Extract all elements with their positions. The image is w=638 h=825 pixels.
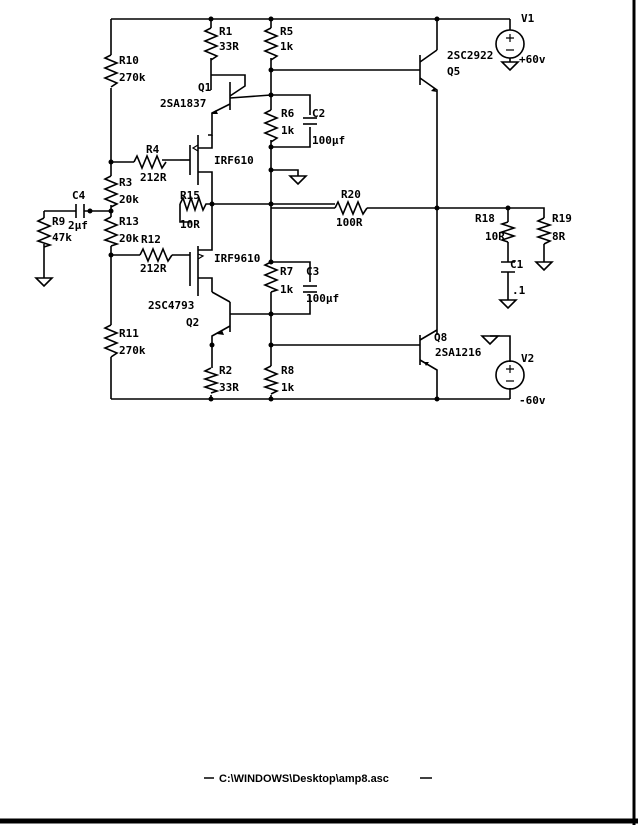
value-C4: 2µf	[68, 219, 88, 232]
component-labels: R1 33R R5 1k V1 +60v R10 270k Q1 2SA1837…	[52, 12, 572, 407]
ground-icon	[480, 335, 500, 346]
footer-file-path: C:\WINDOWS\Desktop\amp8.asc	[219, 773, 389, 785]
label-Q8: Q8	[434, 331, 447, 344]
junction-dots	[87, 16, 511, 402]
part-Q5: 2SC2922	[447, 49, 493, 62]
value-R7: 1k	[280, 283, 294, 296]
resistor-R11	[102, 324, 120, 358]
label-R18: R18	[475, 212, 495, 225]
capacitors	[75, 204, 515, 273]
ground-icon	[534, 261, 554, 272]
wires	[43, 18, 545, 400]
value-R6: 1k	[281, 124, 295, 137]
capacitor-C4	[75, 204, 85, 218]
label-R1: R1	[219, 25, 233, 38]
value-R3: 20k	[119, 193, 139, 206]
part-M2: IRF9610	[214, 252, 260, 265]
value-R19: 8R	[552, 230, 566, 243]
label-Q1: Q1	[198, 81, 212, 94]
value-R20: 100R	[336, 216, 363, 229]
label-R19: R19	[552, 212, 572, 225]
label-R12: R12	[141, 233, 161, 246]
label-R15: R15	[180, 189, 200, 202]
value-R13: 20k	[119, 232, 139, 245]
resistor-R9	[35, 217, 53, 248]
value-R18: 10R	[485, 230, 505, 243]
resistor-R5	[262, 27, 280, 61]
resistor-R3	[102, 175, 120, 208]
resistor-R13	[102, 216, 120, 247]
label-Q2: Q2	[186, 316, 199, 329]
resistor-R15	[179, 195, 212, 213]
resistor-R6	[262, 109, 280, 143]
value-R9: 47k	[52, 231, 72, 244]
label-V2: V2	[521, 352, 534, 365]
resistor-R12	[139, 246, 173, 264]
value-C1: .1	[512, 284, 526, 297]
capacitor-C1	[501, 261, 515, 273]
label-C3: C3	[306, 265, 319, 278]
footer: C:\WINDOWS\Desktop\amp8.asc	[204, 773, 432, 785]
label-R11: R11	[119, 327, 139, 340]
label-Q5: Q5	[447, 65, 460, 78]
mosfet-details	[191, 144, 205, 260]
value-C3: 100µf	[306, 292, 339, 305]
label-R2: R2	[219, 364, 232, 377]
value-R15: 10R	[180, 218, 200, 231]
value-R10: 270k	[119, 71, 146, 84]
resistor-R10	[102, 54, 120, 88]
part-Q8: 2SA1216	[435, 346, 482, 359]
label-R10: R10	[119, 54, 139, 67]
value-R11: 270k	[119, 344, 146, 357]
label-R8: R8	[281, 364, 294, 377]
label-C2: C2	[312, 107, 325, 120]
ground-symbols	[34, 61, 554, 346]
ground-icon	[288, 175, 308, 186]
transistor-arrows	[211, 88, 437, 366]
label-R3: R3	[119, 176, 132, 189]
resistor-R2	[202, 367, 220, 394]
resistor-R20	[334, 199, 368, 217]
label-C4: C4	[72, 189, 86, 202]
voltage-source-V1	[495, 29, 525, 59]
resistors	[35, 27, 553, 395]
value-R5: 1k	[280, 40, 294, 53]
ground-icon	[498, 299, 518, 310]
value-R12: 212R	[140, 262, 167, 275]
resistor-R1	[202, 27, 220, 61]
value-R4: 212R	[140, 171, 167, 184]
label-R7: R7	[280, 265, 293, 278]
label-R5: R5	[280, 25, 293, 38]
resistor-R7	[262, 261, 280, 293]
resistor-R4	[133, 153, 167, 171]
part-M1: IRF610	[214, 154, 254, 167]
label-R20: R20	[341, 188, 361, 201]
value-V2: -60v	[519, 394, 546, 407]
ground-icon	[34, 277, 54, 288]
resistor-R8	[262, 365, 280, 395]
value-C2: 100µf	[312, 134, 345, 147]
part-Q1: 2SA1837	[160, 97, 206, 110]
label-R13: R13	[119, 215, 139, 228]
resistor-R19	[535, 217, 553, 245]
value-V1: +60v	[519, 53, 546, 66]
label-R4: R4	[146, 143, 160, 156]
value-R1: 33R	[219, 40, 239, 53]
label-R9: R9	[52, 215, 65, 228]
voltage-source-V2	[495, 360, 525, 390]
part-Q2: 2SC4793	[148, 299, 194, 312]
value-R8: 1k	[281, 381, 295, 394]
label-R6: R6	[281, 107, 295, 120]
resistor-R18	[499, 221, 517, 243]
value-R2: 33R	[219, 381, 239, 394]
ground-icon	[500, 61, 520, 72]
label-V1: V1	[521, 12, 535, 25]
label-C1: C1	[510, 258, 524, 271]
